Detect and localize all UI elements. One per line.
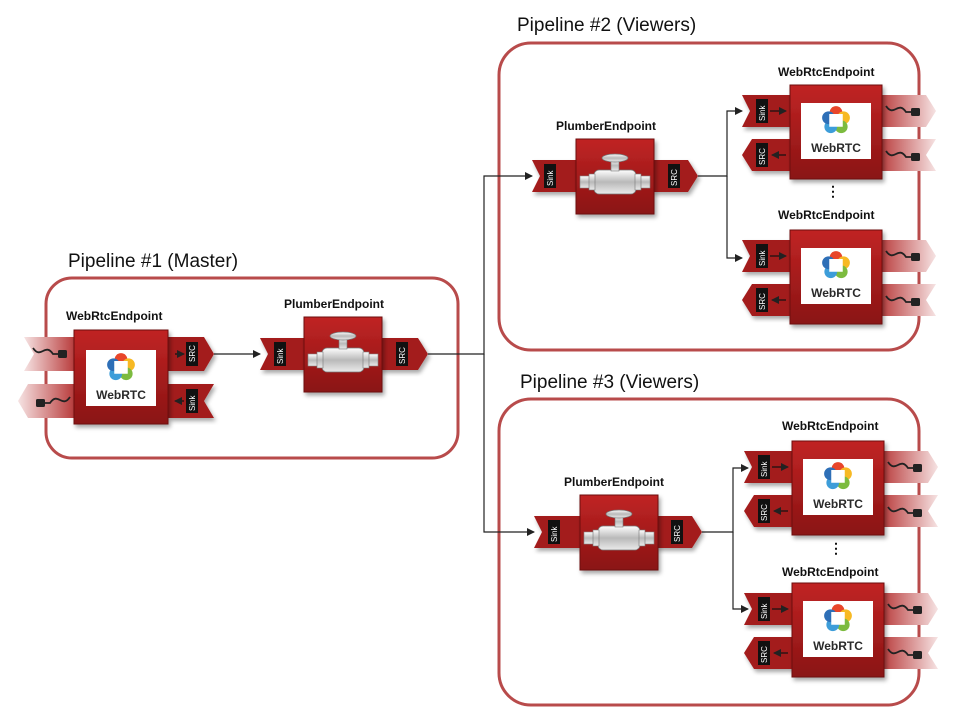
- output-ribbon: [878, 95, 936, 127]
- output-ribbon: [878, 240, 936, 272]
- src-port-label: SRC: [188, 345, 197, 362]
- src-port-label: SRC: [760, 504, 769, 521]
- sink-port-label: Sink: [550, 525, 559, 542]
- pipeline-3-frame: [497, 397, 921, 707]
- webrtc-logo-text: WebRTC: [811, 286, 861, 300]
- pipeline-1-title: Pipeline #1 (Master): [68, 251, 238, 272]
- pipeline-3-plumber-endpoint: PlumberEndpoint Sink SRC: [534, 475, 702, 571]
- pipeline-2-ellipsis: ⋮: [826, 183, 840, 199]
- sink-port-label: Sink: [546, 169, 555, 186]
- connector-plumber-1-to-plumber-3: [483, 354, 535, 536]
- pipeline-1-webrtc-endpoint: WebRtcEndpoint SRC Sink WebRTC: [18, 309, 214, 425]
- sink-port-label: Sink: [758, 104, 767, 121]
- output-ribbon: [880, 593, 938, 625]
- sink-port-label: Sink: [760, 602, 769, 619]
- plumber-endpoint-label: PlumberEndpoint: [284, 297, 384, 311]
- input-ribbon: [878, 139, 936, 171]
- pipeline-2-plumber-endpoint: PlumberEndpoint Sink SRC: [532, 119, 698, 215]
- src-port-label: SRC: [758, 293, 767, 310]
- connector-plumber-1-to-plumber-2: [428, 172, 533, 355]
- sink-port-label: Sink: [760, 460, 769, 477]
- plumber-endpoint-label: PlumberEndpoint: [556, 119, 656, 133]
- src-port-label: SRC: [398, 347, 407, 364]
- pipeline-3-ellipsis: ⋮: [829, 540, 843, 556]
- sink-port-label: Sink: [758, 249, 767, 266]
- pipeline-1-plumber-endpoint: PlumberEndpoint Sink SRC: [260, 297, 428, 393]
- webrtc-endpoint-label: WebRtcEndpoint: [778, 65, 874, 79]
- connector-plumber-3-to-webrtc-3b: [732, 532, 749, 613]
- webrtc-endpoint-label: WebRtcEndpoint: [782, 565, 878, 579]
- connector-plumber-3-to-webrtc-3a: [702, 464, 749, 533]
- webrtc-endpoint-label: WebRtcEndpoint: [782, 419, 878, 433]
- connector-plumber-2-to-webrtc-2b: [726, 176, 743, 262]
- input-ribbon: [24, 337, 76, 371]
- plumber-endpoint-label: PlumberEndpoint: [564, 475, 664, 489]
- pipeline-3-title: Pipeline #3 (Viewers): [520, 372, 699, 393]
- sink-port-label: Sink: [276, 347, 285, 364]
- input-ribbon: [880, 637, 938, 669]
- connector-plumber-2-to-webrtc-2a: [698, 107, 743, 177]
- webrtc-logo-text: WebRTC: [811, 141, 861, 155]
- connectors: [214, 107, 749, 613]
- webrtc-logo-text: WebRTC: [96, 388, 146, 402]
- src-port-label: SRC: [673, 525, 682, 542]
- input-ribbon: [880, 495, 938, 527]
- src-port-label: SRC: [758, 148, 767, 165]
- output-ribbon: [18, 384, 76, 418]
- output-ribbon: [880, 451, 938, 483]
- webrtc-logo-text: WebRTC: [813, 497, 863, 511]
- src-port-label: SRC: [670, 169, 679, 186]
- input-ribbon: [878, 284, 936, 316]
- pipeline-2-title: Pipeline #2 (Viewers): [517, 15, 696, 36]
- src-port-label: SRC: [760, 646, 769, 663]
- webrtc-endpoint-label: WebRtcEndpoint: [66, 309, 162, 323]
- sink-port-label: Sink: [188, 394, 197, 411]
- webrtc-logo-text: WebRTC: [813, 639, 863, 653]
- viewer-webrtc-endpoints: WebRtcEndpointSinkSRCWebRTCWebRtcEndpoin…: [742, 65, 938, 678]
- webrtc-endpoint-label: WebRtcEndpoint: [778, 208, 874, 222]
- pipeline-2-frame: [497, 41, 921, 352]
